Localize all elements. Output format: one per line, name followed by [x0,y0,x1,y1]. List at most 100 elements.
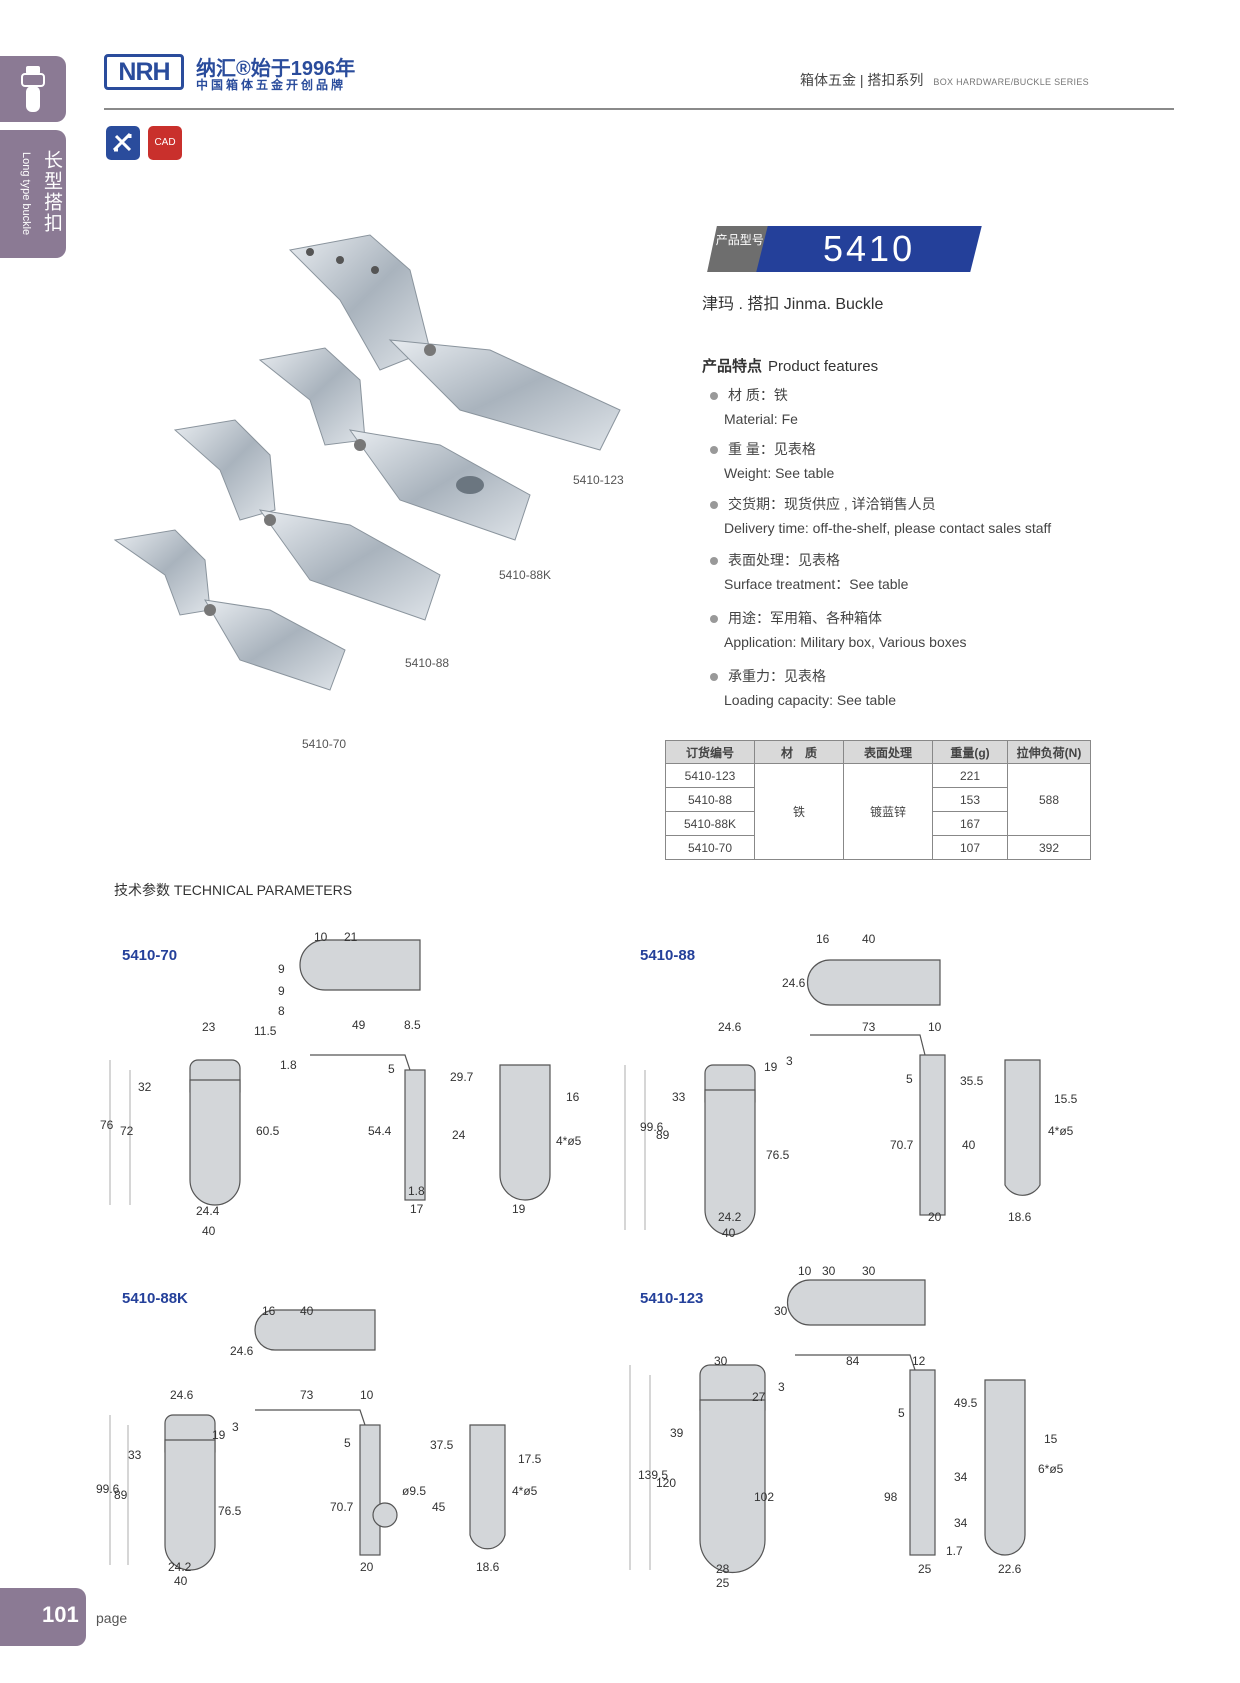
features-heading-en: Product features [768,358,879,375]
dim-label: 8.5 [404,1018,421,1032]
product-model-number: 5410 [822,228,916,269]
page-number-tab: 101 [0,1588,86,1646]
page-word: page [96,1610,128,1626]
product-model: 5410 [756,226,982,272]
dim-label: 45 [432,1500,446,1514]
feature-en: Loading capacity: See table [724,692,897,708]
dim-label: 76.5 [218,1504,242,1518]
table-row: 5410-88K 167 [665,811,1091,836]
dim-label: 24.6 [782,976,806,990]
dim-label: 11.5 [254,1024,277,1038]
dim-label: 22.6 [998,1562,1022,1576]
cell-weight: 167 [932,811,1008,836]
feature-zh: 承重力：见表格 [728,668,826,684]
bullet-icon [710,557,718,566]
dim-label: 35.5 [960,1074,984,1088]
feature-zh: 重 量：见表格 [728,441,816,457]
dim-label: 3 [786,1054,793,1068]
feature-zh: 用途：军用箱、各种箱体 [728,610,882,626]
dim-label: 29.7 [450,1070,474,1084]
dim-label: 15 [1044,1432,1058,1446]
dim-label: 98 [884,1490,898,1504]
dim-label: 4*ø5 [512,1484,538,1498]
dim-label: 28 [716,1562,730,1576]
photo-label-5410-88: 5410-88 [405,656,450,670]
table-row: 5410-123 铁 镀蓝锌 221 588 [665,763,1091,860]
dim-label: 10 [360,1388,374,1402]
dim-label: 54.4 [368,1124,392,1138]
dim-label: 30 [822,1264,836,1278]
dim-label: 19 [764,1060,778,1074]
dim-label: 30 [774,1304,788,1318]
dim-label: 73 [862,1020,876,1034]
dim-label: 30 [714,1354,728,1368]
dim-label: 40 [722,1226,736,1240]
cad-download-icon[interactable]: CAD [148,126,182,160]
category-tab-en: Long type buckle [20,152,32,236]
dim-label: 18.6 [476,1560,500,1574]
dim-label: 16 [566,1090,580,1104]
bullet-icon [710,392,718,401]
features-heading-zh: 产品特点 [702,358,763,375]
feature-zh: 表面处理：见表格 [728,552,840,568]
dim-label: 99.6 [640,1120,664,1134]
dim-label: 40 [202,1224,216,1238]
dim-label: 33 [128,1448,142,1462]
photo-label-5410-123: 5410-123 [573,473,624,487]
cell-material: 铁 [754,763,844,860]
dim-label: 40 [300,1304,314,1318]
3d-model-icon[interactable] [106,126,140,160]
features-heading: 产品特点 Product features [702,355,878,376]
dim-label: 70.7 [330,1500,354,1514]
col-header: 表面处理 [843,740,933,764]
dim-label: 17 [410,1202,424,1216]
header-divider [104,108,1174,110]
dim-label: 70.7 [890,1138,914,1152]
dim-label: 120 [656,1476,677,1490]
drawing-title-5410-88: 5410-88 [640,947,696,964]
category-tab-zh: 长型搭扣 [41,150,62,234]
header-category-zh: 箱体五金 | 搭扣系列 [800,72,924,88]
drawing-title-5410-88k: 5410-88K [122,1290,188,1307]
dim-label: 40 [862,932,876,946]
dim-label: 102 [754,1490,775,1504]
bullet-icon [710,446,718,455]
dim-label: 89 [114,1488,128,1502]
brand-slogan: 纳汇®始于1996年 [196,58,356,80]
photo-5410-70 [113,529,346,691]
dim-label: 49.5 [954,1396,978,1410]
dim-label: 99.6 [96,1482,120,1496]
dim-label: 20 [928,1210,942,1224]
dim-label: 33 [672,1090,686,1104]
category-tab-long-buckle[interactable]: 长型搭扣 Long type buckle [0,130,66,258]
technical-drawings [109,939,1041,1574]
dim-label: 9 [278,984,285,998]
dim-label: 24.6 [230,1344,254,1358]
dim-label: 40 [962,1138,976,1152]
col-header: 重量(g) [932,740,1008,764]
cell-weight: 153 [932,787,1008,812]
buckle-icon [21,66,45,112]
drawing-title-5410-70: 5410-70 [122,947,178,964]
dim-label: 19 [212,1428,226,1442]
feature-en: Delivery time: off-the-shelf, please con… [724,520,1052,536]
category-icon-tab[interactable] [0,56,66,122]
col-header: 拉伸负荷(N) [1007,740,1091,764]
dim-label: 76 [100,1118,114,1132]
dim-label: 3 [778,1380,785,1394]
col-header: 材 质 [754,740,844,764]
dim-label: 10 [798,1264,812,1278]
photo-5410-88k [258,347,531,541]
dim-label: 72 [120,1124,134,1138]
dim-label: 19 [512,1202,526,1216]
brand-subtitle: 中国箱体五金开创品牌 [196,78,347,92]
photo-5410-123 [288,234,621,451]
dim-label: 18.6 [1008,1210,1032,1224]
dim-label: 39 [670,1426,684,1440]
bullet-icon [710,673,718,682]
table-header-row: 订货编号 材 质 表面处理 重量(g) 拉伸负荷(N) [665,740,1091,764]
